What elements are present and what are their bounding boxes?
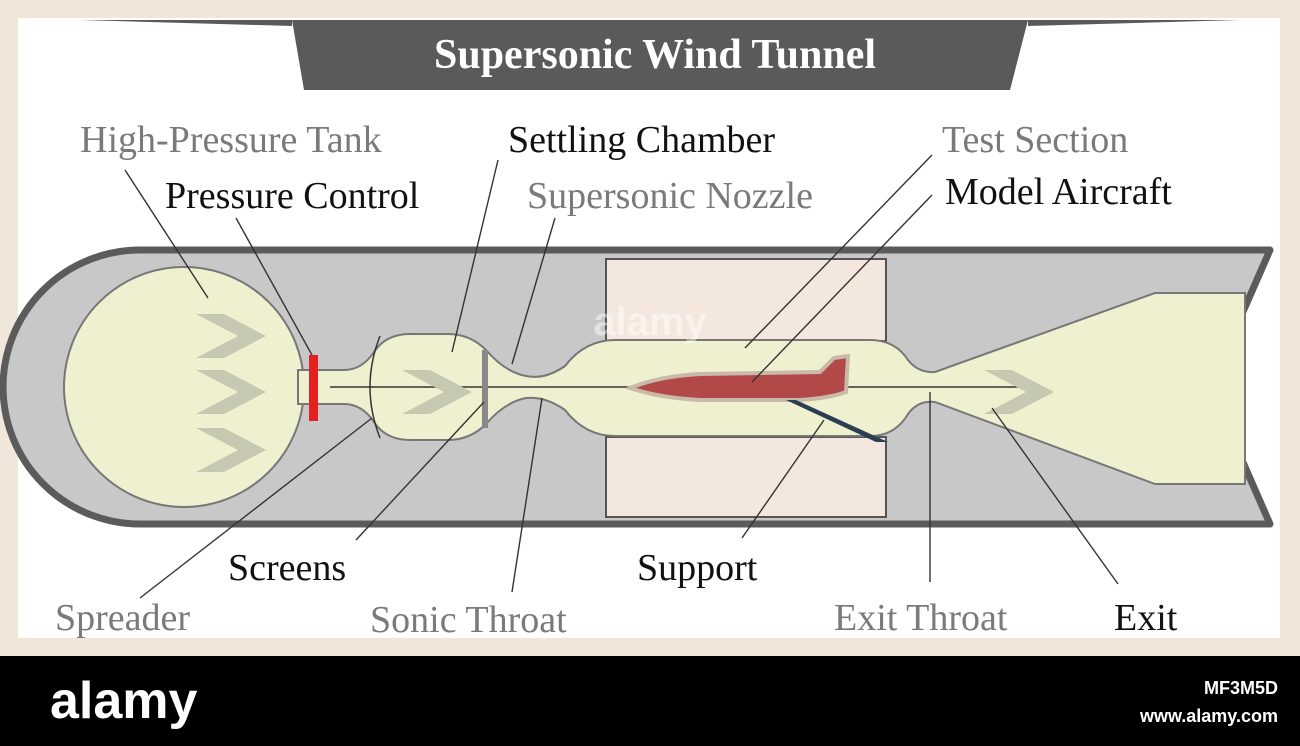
leader-test-section xyxy=(744,154,933,349)
leader-screens xyxy=(355,401,485,541)
leader-sonic-throat xyxy=(511,397,543,593)
leader-lines xyxy=(124,154,1119,599)
footer-image-id: MF3M5D xyxy=(1204,678,1278,698)
label-exit: Exit xyxy=(1114,597,1178,639)
flow-arrow-icon xyxy=(984,370,1054,414)
footer-bar xyxy=(0,656,1300,746)
leader-model-aircraft xyxy=(751,194,933,383)
spreader xyxy=(369,335,381,439)
label-model-aircraft: Model Aircraft xyxy=(945,171,1172,213)
test-section-lower-box xyxy=(605,436,887,518)
label-support: Support xyxy=(637,547,758,589)
high-pressure-tank xyxy=(63,266,305,508)
title-banner-taper-right xyxy=(1028,20,1240,26)
label-sonic-throat: Sonic Throat xyxy=(370,599,567,641)
test-section-upper-box xyxy=(605,258,887,342)
leader-support xyxy=(741,419,825,539)
label-high-pressure-tank: High-Pressure Tank xyxy=(80,119,382,161)
flow-arrow-icon xyxy=(196,428,266,472)
title-banner xyxy=(292,20,1028,90)
label-pressure-control: Pressure Control xyxy=(165,175,419,217)
pressure-control-valve xyxy=(309,355,318,421)
flow-arrows xyxy=(196,314,1054,472)
label-settling-chamber: Settling Chamber xyxy=(508,119,775,161)
footer-logo: alamy xyxy=(50,672,198,730)
footer-site: www.alamy.com xyxy=(1139,706,1278,726)
flow-arrow-icon xyxy=(196,370,266,414)
leader-spreader xyxy=(139,417,373,599)
label-supersonic-nozzle: Supersonic Nozzle xyxy=(527,175,813,217)
flow-arrow-icon xyxy=(196,314,266,358)
flow-arrow-icon xyxy=(402,370,472,414)
label-screens: Screens xyxy=(228,547,346,589)
leader-exit xyxy=(991,407,1119,585)
leader-supersonic-nozzle xyxy=(511,217,556,365)
label-spreader: Spreader xyxy=(55,597,190,639)
screens xyxy=(482,350,488,428)
label-test-section: Test Section xyxy=(942,119,1128,161)
title-banner-taper-left xyxy=(80,20,292,26)
watermark-center: alamy xyxy=(593,300,707,344)
page-title: Supersonic Wind Tunnel xyxy=(434,32,876,78)
model-aircraft xyxy=(624,353,851,402)
leader-settling-chamber xyxy=(451,159,499,353)
label-exit-throat: Exit Throat xyxy=(834,597,1008,639)
model-support xyxy=(786,400,888,442)
leader-pressure-control xyxy=(235,217,313,356)
leader-high-pressure-tank xyxy=(124,169,209,299)
